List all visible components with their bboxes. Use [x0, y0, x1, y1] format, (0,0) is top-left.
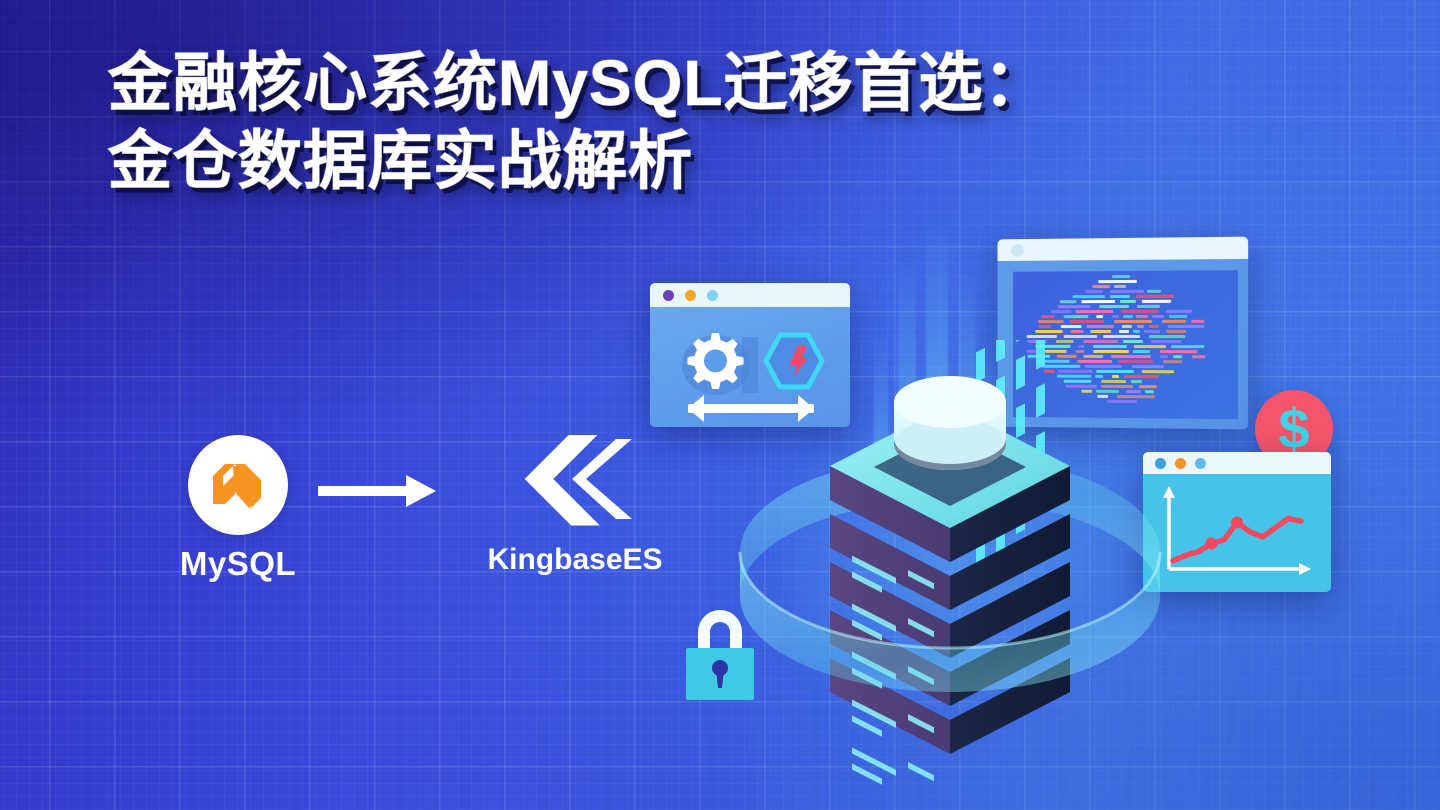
kingbasees-logo[interactable]: KingbaseES — [460, 435, 690, 577]
chart-data-point — [1231, 516, 1243, 528]
code-token — [1137, 325, 1144, 328]
code-token — [1114, 285, 1126, 288]
code-token — [1133, 330, 1140, 333]
code-token — [1149, 325, 1159, 328]
code-token — [1152, 315, 1164, 318]
code-token — [1096, 315, 1103, 318]
server-illustration — [700, 340, 1200, 810]
code-token — [1166, 310, 1192, 313]
title-line-2: 金仓数据库实战解析 — [108, 122, 1048, 200]
code-token — [1061, 325, 1081, 328]
code-token — [1090, 330, 1111, 333]
code-token — [1064, 335, 1097, 338]
code-token — [1166, 330, 1186, 333]
code-token — [1103, 335, 1141, 338]
code-token — [1070, 320, 1104, 323]
window-dot-purple[interactable] — [663, 290, 674, 301]
code-token — [1060, 300, 1076, 303]
mysql-label: MySQL — [158, 545, 318, 583]
code-token — [1085, 290, 1103, 293]
code-token — [1169, 315, 1187, 318]
mysql-logo[interactable]: MySQL — [158, 435, 318, 583]
code-token — [1121, 325, 1131, 328]
code-token — [1121, 310, 1159, 313]
code-token — [1027, 335, 1058, 338]
dollar-sign-icon: $ — [1278, 401, 1309, 457]
code-token — [1071, 330, 1083, 333]
code-token — [1191, 320, 1204, 323]
padlock-shackle — [698, 610, 742, 652]
code-token — [1110, 295, 1130, 298]
code-token — [1051, 310, 1071, 313]
code-token — [1058, 305, 1091, 308]
mysql-mark-icon — [188, 435, 288, 535]
window-dot-amber[interactable] — [685, 290, 696, 301]
database-cylinder-icon — [894, 376, 1006, 470]
code-window-titlebar — [997, 237, 1248, 261]
code-token — [1076, 310, 1114, 313]
migration-row: MySQL KingbaseES — [150, 435, 670, 600]
code-token — [1112, 275, 1130, 278]
poster-title: 金融核心系统MySQL迁移首选： 金仓数据库实战解析 — [108, 44, 1048, 200]
code-token — [1082, 300, 1115, 303]
mysql-glyph — [205, 452, 271, 518]
arrow-right-icon — [318, 471, 438, 511]
x-axis-arrow-icon — [1299, 563, 1311, 575]
code-token — [1142, 300, 1171, 303]
code-token — [1035, 330, 1063, 333]
title-line-1: 金融核心系统MySQL迁移首选： — [108, 44, 1048, 122]
padlock-svg — [678, 598, 762, 702]
code-token — [1123, 315, 1133, 318]
code-token — [1114, 320, 1152, 323]
code-token — [1064, 315, 1088, 318]
code-token — [1072, 295, 1105, 298]
code-token — [1098, 280, 1137, 283]
code-token — [1112, 315, 1118, 318]
code-token — [1149, 335, 1186, 338]
code-token — [1099, 305, 1129, 308]
database-server-stack — [700, 340, 1200, 810]
code-token — [1041, 315, 1055, 318]
chart-markers — [1205, 516, 1243, 549]
kingbase-chevrons-icon — [516, 435, 634, 535]
code-token — [1137, 305, 1161, 308]
code-token — [1038, 320, 1064, 323]
code-token — [1147, 290, 1161, 293]
code-token — [1136, 315, 1148, 318]
chart-data-point — [1205, 538, 1217, 550]
code-token — [1110, 290, 1144, 293]
code-token — [1161, 320, 1186, 323]
code-token — [1087, 325, 1114, 328]
code-token — [1092, 285, 1111, 288]
migration-arrow-icon — [318, 471, 438, 511]
window-dot-blue[interactable] — [707, 290, 718, 301]
code-token — [1038, 325, 1051, 328]
tools-window-titlebar — [650, 283, 850, 307]
code-token — [1167, 325, 1204, 328]
code-token — [1143, 330, 1159, 333]
padlock-icon — [678, 598, 762, 702]
code-token — [1119, 330, 1129, 333]
kingbase-label: KingbaseES — [460, 543, 690, 577]
code-token — [1120, 300, 1136, 303]
code-token — [1136, 295, 1174, 298]
